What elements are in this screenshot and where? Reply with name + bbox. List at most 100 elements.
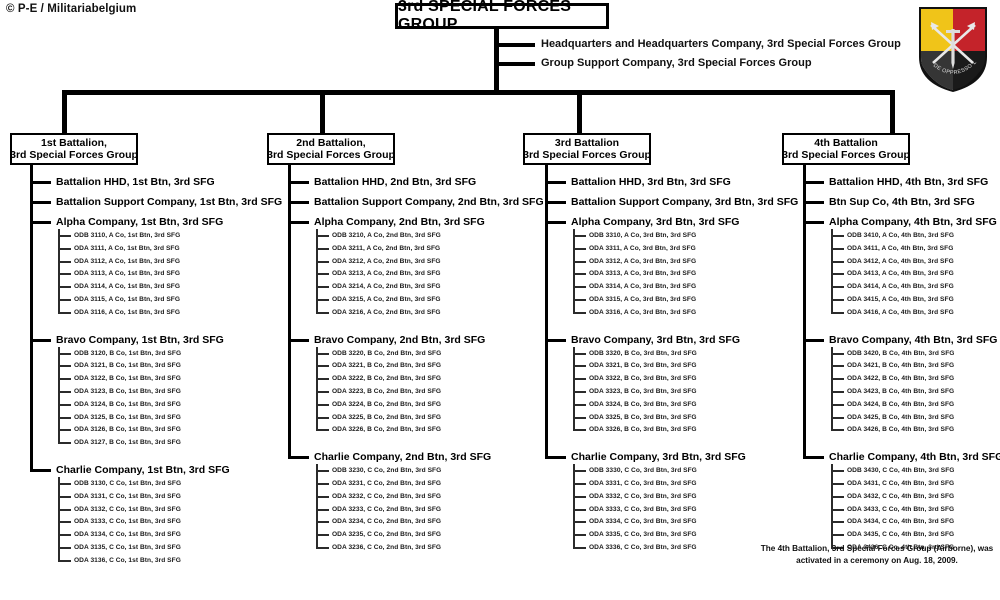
team-vertical-rail <box>316 464 318 548</box>
battalion-trunk-line <box>62 90 895 95</box>
team-connector-tick <box>831 390 844 393</box>
team-connector-tick <box>831 495 844 498</box>
unit-label: Charlie Company, 2nd Btn, 3rd SFG <box>314 451 492 464</box>
team-label: ODA 3121, B Co, 1st Btn, 3rd SFG <box>74 362 181 370</box>
team-label: ODA 3221, B Co, 2nd Btn, 3rd SFG <box>332 362 442 370</box>
team-label: ODA 3213, A Co, 2nd Btn, 3rd SFG <box>332 270 441 278</box>
team-connector-tick <box>831 286 844 289</box>
team-label: ODA 3133, C Co, 1st Btn, 3rd SFG <box>74 518 181 526</box>
unit-connector-tick <box>30 338 51 342</box>
team-connector-tick <box>573 390 586 393</box>
team-label: ODA 3212, A Co, 2nd Btn, 3rd SFG <box>332 257 441 265</box>
team-label: ODA 3412, A Co, 4th Btn, 3rd SFG <box>847 257 954 265</box>
team-connector-tick <box>316 311 329 314</box>
team-label: ODB 3330, C Co, 3rd Btn, 3rd SFG <box>589 467 697 475</box>
team-connector-tick <box>58 429 71 432</box>
battalion-box-line2: 3rd Special Forces Group <box>10 149 138 161</box>
copyright-credit: © P-E / Militariabelgium <box>6 3 137 15</box>
team-connector-tick <box>573 470 586 473</box>
team-label: ODA 3426, B Co, 4th Btn, 3rd SFG <box>847 426 955 434</box>
team-label: ODA 3326, B Co, 3rd Btn, 3rd SFG <box>589 426 697 434</box>
unit-label: Battalion HHD, 2nd Btn, 3rd SFG <box>314 176 477 188</box>
team-label: ODA 3312, A Co, 3rd Btn, 3rd SFG <box>589 257 697 265</box>
team-connector-tick <box>573 378 586 381</box>
team-label: ODA 3115, A Co, 1st Btn, 3rd SFG <box>74 296 181 303</box>
team-connector-tick <box>58 260 71 263</box>
team-label: ODA 3425, B Co, 4th Btn, 3rd SFG <box>847 413 955 421</box>
team-connector-tick <box>58 390 71 393</box>
battalion-box-line2: 3rd Special Forces Group <box>523 149 651 161</box>
team-label: ODA 3122, B Co, 1st Btn, 3rd SFG <box>74 375 181 383</box>
unit-connector-tick <box>30 221 51 224</box>
team-label: ODA 3234, C Co, 2nd Btn, 3rd SFG <box>332 518 442 526</box>
team-label: ODA 3435, C Co, 4th Btn, 3rd SFG <box>847 531 955 539</box>
unit-label: Charlie Company, 3rd Btn, 3rd SFG <box>571 451 746 464</box>
team-connector-tick <box>573 260 586 263</box>
team-label: ODA 3332, C Co, 3rd Btn, 3rd SFG <box>589 492 697 500</box>
team-label: ODA 3424, B Co, 4th Btn, 3rd SFG <box>847 400 955 408</box>
team-label: ODA 3311, A Co, 3rd Btn, 3rd SFG <box>589 244 696 252</box>
team-label: ODA 3333, C Co, 3rd Btn, 3rd SFG <box>589 505 697 513</box>
unit-label: Battalion Support Company, 1st Btn, 3rd … <box>56 196 283 208</box>
team-label: ODB 3410, A Co, 4th Btn, 3rd SFG <box>847 232 954 239</box>
team-label: ODA 3136, C Co, 1st Btn, 3rd SFG <box>74 556 181 564</box>
unit-connector-tick <box>803 456 824 460</box>
team-label: ODA 3211, A Co, 2nd Btn, 3rd SFG <box>332 244 441 252</box>
team-label: ODA 3432, C Co, 4th Btn, 3rd SFG <box>847 492 955 500</box>
team-label: ODA 3331, C Co, 3rd Btn, 3rd SFG <box>589 479 697 487</box>
battalion-box-2[interactable]: 2nd Battalion,3rd Special Forces Group <box>267 133 395 165</box>
team-connector-tick <box>573 365 586 368</box>
team-connector-tick <box>316 546 329 549</box>
group-spine-connector <box>494 29 499 90</box>
team-vertical-rail <box>573 464 575 548</box>
team-connector-tick <box>573 273 586 276</box>
team-label: ODA 3334, C Co, 3rd Btn, 3rd SFG <box>589 518 697 526</box>
team-connector-tick <box>831 235 844 237</box>
unit-label: Bravo Company, 1st Btn, 3rd SFG <box>56 333 224 346</box>
team-connector-tick <box>573 495 586 498</box>
team-label: ODA 3414, A Co, 4th Btn, 3rd SFG <box>847 283 954 291</box>
team-label: ODA 3411, A Co, 4th Btn, 3rd SFG <box>847 244 954 252</box>
team-vertical-rail <box>316 346 318 431</box>
team-label: ODB 3130, C Co, 1st Btn, 3rd SFG <box>74 480 182 487</box>
team-connector-tick <box>58 508 71 511</box>
team-connector-tick <box>573 546 586 549</box>
team-connector-tick <box>316 273 329 276</box>
unit-label: Bravo Company, 3rd Btn, 3rd SFG <box>571 333 740 346</box>
team-connector-tick <box>573 508 586 511</box>
team-connector-tick <box>316 365 329 368</box>
team-connector-tick <box>58 416 71 419</box>
team-connector-tick <box>316 534 329 537</box>
team-connector-tick <box>316 286 329 289</box>
team-connector-tick <box>316 403 329 406</box>
team-label: ODB 3110, A Co, 1st Btn, 3rd SFG <box>74 232 181 239</box>
team-label: ODA 3135, C Co, 1st Btn, 3rd SFG <box>74 544 181 551</box>
battalion-box-line1: 3rd Battalion <box>554 136 620 149</box>
team-connector-tick <box>573 235 586 237</box>
unit-label: Charlie Company, 1st Btn, 3rd SFG <box>56 464 230 476</box>
team-connector-tick <box>58 403 71 406</box>
team-label: ODA 3434, C Co, 4th Btn, 3rd SFG <box>847 518 955 526</box>
team-label: ODA 3131, C Co, 1st Btn, 3rd SFG <box>74 492 181 500</box>
team-label: ODA 3125, B Co, 1st Btn, 3rd SFG <box>74 413 181 421</box>
battalion-box-line1: 4th Battalion <box>814 136 878 149</box>
battalion-vertical-rail <box>30 165 33 470</box>
team-connector-tick <box>573 286 586 289</box>
battalion-vertical-rail <box>288 165 291 458</box>
team-label: ODB 3310, A Co, 3rd Btn, 3rd SFG <box>589 232 697 239</box>
team-connector-tick <box>316 416 329 419</box>
team-label: ODA 3413, A Co, 4th Btn, 3rd SFG <box>847 270 954 278</box>
unit-label: Alpha Company, 1st Btn, 3rd SFG <box>56 216 224 228</box>
hhc-connector <box>499 43 535 47</box>
team-vertical-rail <box>316 229 318 313</box>
team-label: ODB 3320, B Co, 3rd Btn, 3rd SFG <box>589 349 697 357</box>
team-label: ODA 3315, A Co, 3rd Btn, 3rd SFG <box>589 296 697 303</box>
team-label: ODA 3336, C Co, 3rd Btn, 3rd SFG <box>589 543 697 551</box>
unit-connector-tick <box>545 201 566 204</box>
team-connector-tick <box>58 547 71 549</box>
team-connector-tick <box>573 416 586 419</box>
battalion-box-1[interactable]: 1st Battalion,3rd Special Forces Group <box>10 133 138 165</box>
